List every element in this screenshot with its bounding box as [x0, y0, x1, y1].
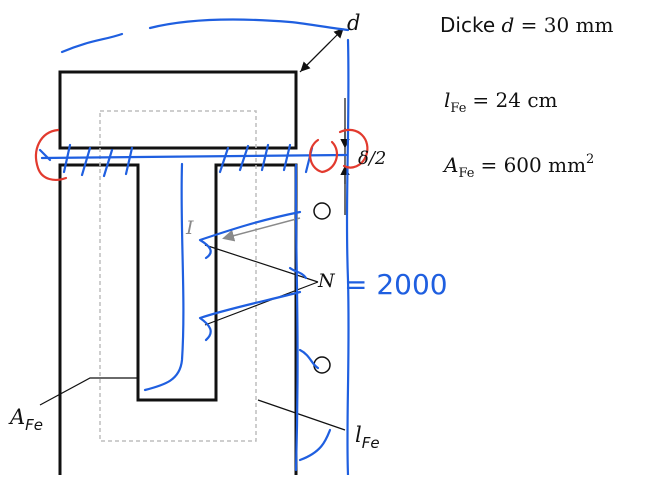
label-area-sub: Fe — [25, 416, 43, 434]
terminal-top — [313, 202, 331, 220]
bottom-core — [58, 163, 298, 475]
mean-path-dashed — [99, 110, 257, 442]
red-pen-annotations — [34, 128, 369, 181]
param-thickness-symbol: d — [502, 13, 515, 37]
param-area-sub: Fe — [458, 166, 474, 181]
label-area: AFe — [8, 405, 43, 434]
blue-pen-annotations — [38, 18, 350, 477]
label-length-base: l — [355, 423, 362, 447]
terminal-bottom — [313, 356, 331, 374]
top-yoke — [58, 70, 298, 150]
param-thickness-value: = 30 mm — [521, 13, 614, 37]
param-area-exp: 2 — [586, 152, 594, 167]
label-current: I — [185, 217, 194, 239]
area-leader — [39, 377, 138, 406]
param-area-value: = 600 mm — [480, 153, 586, 177]
param-thickness-word: Dicke — [440, 13, 495, 37]
param-area-base: A — [442, 153, 458, 177]
length-leader — [257, 399, 346, 431]
parameter-list: Dicke d = 30 mm lFe= 24 cm AFe= 600 mm2 — [440, 13, 614, 181]
param-length: lFe = 24 cm — [444, 88, 558, 116]
param-length-base: l — [444, 88, 450, 112]
label-turns: N — [317, 270, 336, 292]
param-length-sub: Fe — [450, 101, 466, 116]
current-arrow — [222, 217, 301, 242]
param-length-value: = 24 cm — [472, 88, 557, 112]
label-area-base: A — [8, 405, 25, 429]
turns-leader-lines — [204, 244, 319, 326]
param-area: AFe = 600 mm2 — [442, 152, 594, 181]
param-thickness: Dicke d = 30 mm — [440, 13, 614, 37]
label-gap: δ/2 — [358, 148, 386, 169]
turns-value-handwritten: = 2000 — [344, 268, 448, 301]
thickness-arrow-back — [300, 41, 331, 72]
label-length-sub: Fe — [362, 434, 380, 452]
label-length: lFe — [355, 423, 380, 452]
label-d: d — [347, 11, 360, 35]
